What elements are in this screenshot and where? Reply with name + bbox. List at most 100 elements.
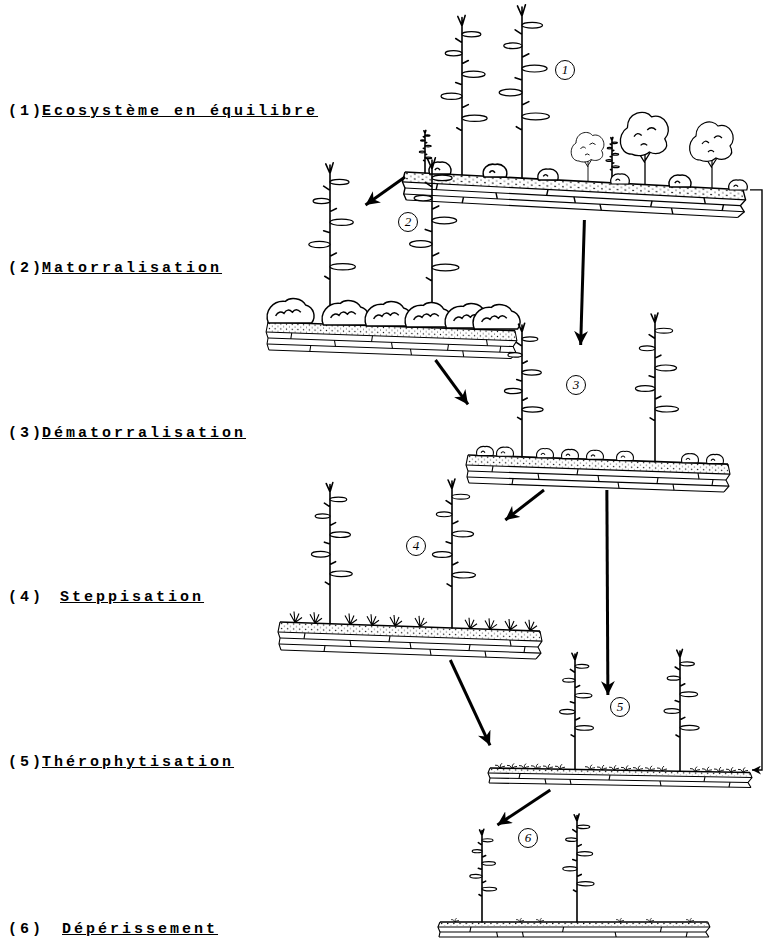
grass-tuft (415, 616, 427, 627)
pine-tree (441, 15, 487, 175)
shrub (322, 301, 369, 325)
annual-herb (714, 767, 724, 772)
callout-number: 6 (518, 828, 538, 848)
stage-number: (4) (8, 589, 44, 607)
grass-tuft (310, 612, 322, 623)
grass-tuft (367, 614, 379, 625)
shrub (611, 174, 630, 184)
pine-tree (563, 814, 594, 922)
annual-herb (495, 763, 505, 768)
shrub (538, 169, 558, 180)
annual-herb (531, 764, 541, 769)
annual-herb (597, 765, 607, 770)
callout-number: 3 (566, 375, 586, 395)
stage-title: Ecosystème en équilibre (42, 103, 318, 121)
succession-arrow (581, 220, 585, 345)
annual-herb (451, 918, 459, 922)
pine-tree (432, 479, 475, 628)
stage-panel: 1 (405, 5, 750, 220)
succession-arrow (750, 190, 762, 770)
ground-strata (438, 922, 710, 937)
grass-tuft (345, 614, 357, 625)
ground-strata (488, 768, 752, 788)
broadleaf-tree (571, 132, 604, 182)
shrub (477, 446, 494, 455)
stage-title: Steppisation (60, 589, 204, 607)
succession-arrow (450, 660, 490, 745)
callout-number: 4 (406, 536, 426, 556)
stage-number: (6) (8, 921, 44, 939)
stage-number: (2) (8, 260, 44, 278)
annual-herb (543, 764, 553, 769)
pine-tree (560, 652, 594, 769)
pine-tree (664, 649, 699, 771)
pine-tree (470, 829, 497, 922)
pine-tree (504, 323, 543, 457)
shrub (562, 449, 579, 458)
stage-panel: 6 (438, 825, 708, 940)
shrub (537, 449, 554, 458)
broadleaf-tree (620, 112, 668, 185)
succession-arrow (497, 790, 550, 825)
shrub (729, 180, 748, 190)
pine-tree (311, 483, 352, 624)
shrub (473, 305, 520, 329)
annual-herb (516, 918, 524, 922)
grass-tuft (465, 618, 477, 629)
stage-panel: 3 (468, 345, 730, 490)
annual-herb (646, 918, 654, 922)
annual-herb (536, 918, 544, 922)
annual-herb (690, 767, 700, 772)
annual-herb (657, 766, 667, 771)
shrub (617, 451, 634, 460)
succession-arrow (505, 490, 544, 520)
stage-number: (1) (8, 103, 44, 121)
annual-herb (702, 767, 712, 772)
grass-tuft (525, 620, 537, 631)
annual-herb (726, 767, 736, 772)
shrub (483, 164, 507, 177)
annual-herb (738, 767, 748, 772)
stage-title: Dépérissement (62, 921, 218, 939)
grass-tuft (485, 618, 497, 629)
stage-panel: 4 (280, 520, 542, 660)
stage-panel: 5 (490, 695, 752, 790)
pine-tree (635, 313, 678, 462)
grass-tuft (390, 615, 402, 626)
broadleaf-tree (690, 122, 734, 188)
annual-herb (616, 918, 624, 922)
annual-herb (633, 766, 643, 771)
callout-number: 1 (555, 60, 575, 80)
shrub (587, 450, 604, 459)
callout-number: 5 (610, 697, 630, 717)
stage-number: (5) (8, 754, 44, 772)
shrub (267, 299, 314, 323)
shrub (682, 454, 699, 463)
ground-strata (402, 172, 745, 218)
ground-strata (278, 622, 542, 659)
grass-tuft (505, 619, 517, 630)
annual-herb (686, 918, 694, 922)
annual-herb (555, 764, 565, 769)
succession-arrow (366, 177, 406, 205)
annual-herb (519, 764, 529, 769)
grass-tuft (290, 612, 302, 623)
stage-title: Dématorralisation (42, 425, 246, 443)
annual-herb (609, 765, 619, 770)
annual-herb (645, 766, 655, 771)
callout-number: 2 (398, 212, 418, 232)
pine-tree (499, 5, 549, 178)
succession-arrow (607, 490, 608, 695)
stage-title: Matorralisation (42, 260, 222, 278)
annual-herb (621, 765, 631, 770)
shrub (669, 175, 691, 187)
shrub (497, 447, 514, 456)
annual-herb (507, 763, 517, 768)
annual-herb (585, 765, 595, 770)
shrub (707, 454, 724, 463)
stage-number: (3) (8, 425, 44, 443)
stage-title: Thérophytisation (42, 754, 234, 772)
stage-panel: 2 (268, 205, 518, 360)
